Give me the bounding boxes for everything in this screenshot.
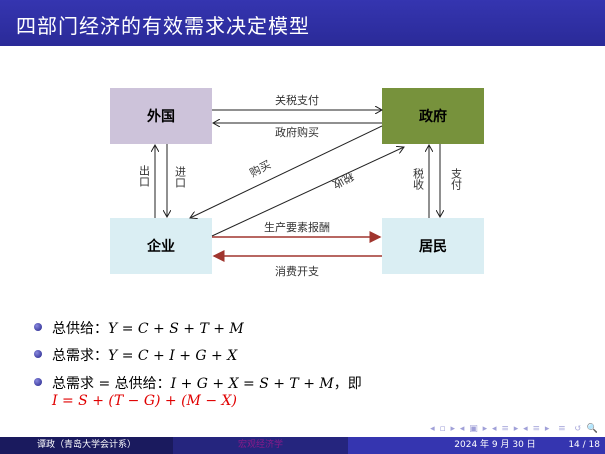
label-tax-house: 税收 [412,167,425,191]
node-firms [110,218,212,274]
label-transfer: 支付 [450,168,463,191]
arrow-buy [190,125,383,218]
footer-author: 谭政（青岛大学会计系） [0,437,173,454]
label-tax-firm: 税收 [330,169,356,192]
node-government-label: 政府 [419,108,447,125]
footer-date: 2024 年 9 月 30 日 [454,440,536,450]
bullet-icon [34,350,42,358]
bullet-supply: 总供给：Y = C + S + T + M [34,318,244,338]
label-consumption: 消费开支 [275,264,319,278]
beamer-navigation[interactable]: ◂ ▫ ▸ ◂ ▣ ▸ ◂ ≡ ▸ ◂ ≡ ▸ ≡ ↺ 🔍 [430,424,599,434]
node-foreign [110,88,212,144]
arrow-tax-firm [211,147,404,237]
label-export: 出口 [138,164,151,187]
title-bar: 四部门经济的有效需求决定模型 [0,0,605,46]
bullet-icon [34,323,42,331]
label-tariff: 关税支付 [275,93,319,107]
equilibrium-formula: I = S + (T − G) + (M − X) [52,393,237,409]
label-buy: 购买 [247,157,273,180]
node-foreign-label: 外国 [147,108,175,125]
label-gov-purchase: 政府购买 [275,125,319,139]
node-households-label: 居民 [419,239,447,255]
node-firms-label: 企业 [146,238,175,255]
footer-course: 宏观经济学 [173,437,348,454]
label-factor-pay: 生产要素报酬 [264,220,330,234]
node-government [382,88,484,144]
label-import: 进口 [174,166,187,188]
bullet-icon [34,378,42,386]
page-title: 四部门经济的有效需求决定模型 [16,14,310,38]
footer-page: 14 / 18 [568,440,600,450]
footer: 谭政（青岛大学会计系） 宏观经济学 2024 年 9 月 30 日 14 / 1… [0,437,605,454]
node-households [382,218,484,274]
bullet-demand: 总需求：Y = C + I + G + X [34,345,237,365]
